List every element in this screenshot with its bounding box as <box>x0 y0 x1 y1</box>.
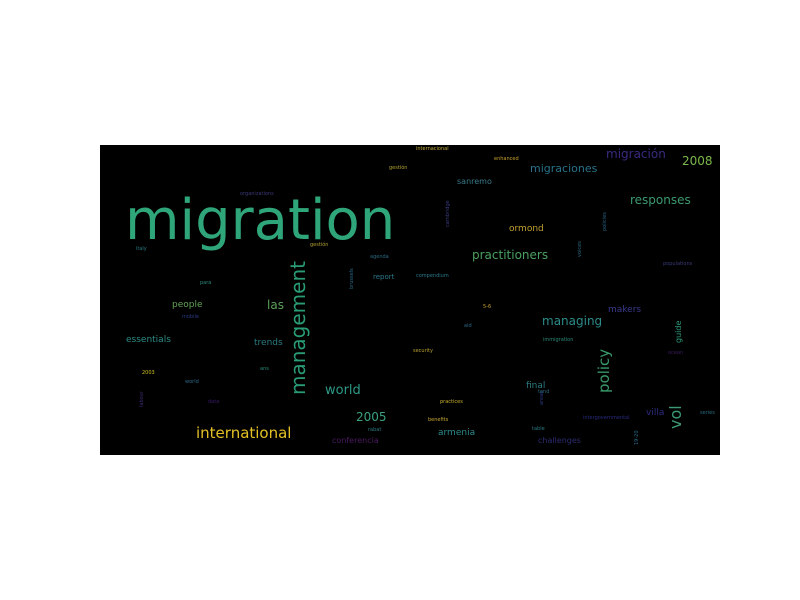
word-world: world <box>325 383 361 398</box>
word-ocean: ocean <box>668 350 684 356</box>
word-benefits: benefits <box>428 417 449 423</box>
word-agenda: agenda <box>370 254 389 260</box>
word-2003: 2003 <box>142 370 155 376</box>
word-migration: migration <box>125 188 396 253</box>
word-policies: policies <box>602 212 608 231</box>
word-report: report <box>373 273 395 281</box>
word-voices: voices <box>577 241 583 257</box>
word-rabat: rabat <box>368 427 382 433</box>
word-practitioners: practitioners <box>472 248 549 262</box>
word-mobile: mobile <box>182 314 199 320</box>
word-gestion-mid: gestión <box>310 242 329 248</box>
word-brussels: brussels <box>349 268 355 289</box>
word-immigration: immigration <box>543 337 574 343</box>
word-people: people <box>172 300 203 310</box>
word-makers: makers <box>608 305 642 315</box>
word-managing: managing <box>542 314 603 328</box>
word-policy: policy <box>595 348 613 393</box>
word-para: para <box>200 280 212 286</box>
word-cambridge: cambridge <box>445 200 451 227</box>
word-vol: vol <box>666 405 685 429</box>
word-migraciones: migraciones <box>530 162 598 175</box>
word-cloud-panel: migration management international polic… <box>100 145 720 455</box>
word-italy: italy <box>136 246 147 252</box>
word-enhanced: enhanced <box>494 156 519 162</box>
word-essentials: essentials <box>126 335 171 345</box>
word-data: data <box>208 399 220 405</box>
word-international: international <box>196 424 292 442</box>
word-tend: tend <box>538 389 550 395</box>
word-populations: populations <box>663 261 693 267</box>
word-compendium: compendium <box>416 273 449 279</box>
word-2008: 2008 <box>682 154 713 168</box>
word-challenges: challenges <box>538 436 581 445</box>
word-conferencia: conferencia <box>332 436 379 445</box>
word-migracion: migración <box>606 147 666 161</box>
word-responses: responses <box>630 193 691 207</box>
word-aid: aid <box>464 323 472 329</box>
word-19-20: 19-20 <box>634 430 640 445</box>
word-series: series <box>700 410 715 416</box>
word-final: final <box>526 381 546 391</box>
word-internacional: internacional <box>416 146 449 152</box>
word-sanremo: sanremo <box>457 177 492 186</box>
word-villa: villa <box>646 408 665 418</box>
word-gestion-top: gestión <box>389 165 408 171</box>
word-practices: practices <box>440 399 463 405</box>
word-ans: ans <box>260 366 269 372</box>
word-world-small: world <box>185 379 199 385</box>
word-armenia: armenia <box>438 428 476 438</box>
word-5-6: 5-6 <box>483 304 492 310</box>
word-2005: 2005 <box>356 410 387 424</box>
word-table: table <box>532 426 545 432</box>
word-labour: labour <box>139 391 145 407</box>
word-organizations: organizations <box>240 191 274 197</box>
word-intergovernmental: intergovernmental <box>583 415 630 421</box>
word-security: security <box>413 348 433 354</box>
word-guide: guide <box>674 320 683 343</box>
word-las: las <box>267 298 284 312</box>
word-ormond: ormond <box>509 224 544 234</box>
word-management: management <box>286 261 310 395</box>
word-trends: trends <box>254 338 283 348</box>
